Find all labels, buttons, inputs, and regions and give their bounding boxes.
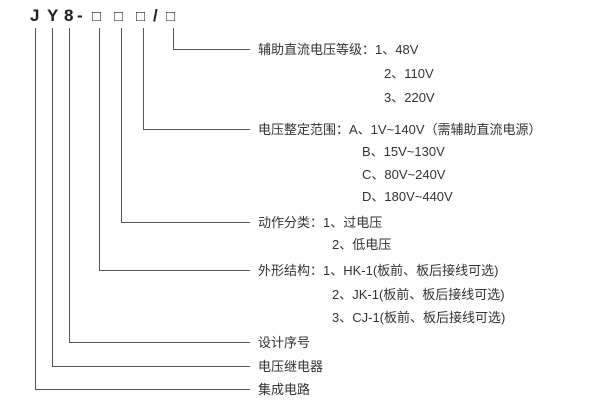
connector-action-class: [121, 28, 250, 223]
model-box-structure: □: [92, 8, 102, 25]
connector-aux-dc-voltage: [173, 28, 250, 50]
model-box-aux-voltage: □: [166, 8, 176, 25]
connector-relay-type: [52, 28, 250, 367]
label-voltage-range-item-c: C、80V~240V: [362, 167, 446, 182]
label-design-serial: 设计序号: [258, 335, 311, 350]
connector-design-serial: [69, 28, 250, 343]
label-circuit-type: 集成电路: [258, 382, 311, 397]
label-relay-type: 电压继电器: [258, 359, 324, 374]
label-structure-title: 外形结构：1、HK-1(板前、板后接线可选): [258, 263, 499, 278]
label-aux-dc-voltage-item-2: 2、110V: [384, 66, 434, 81]
connector-structure: [99, 28, 250, 271]
label-aux-dc-voltage-item-3: 3、220V: [384, 90, 435, 105]
model-char-8: 8: [64, 6, 74, 25]
model-char-dash: -: [77, 6, 83, 25]
connector-voltage-range: [143, 28, 250, 130]
label-aux-dc-voltage-title: 辅助直流电压等级：1、48V: [258, 42, 419, 57]
model-char-slash: /: [153, 6, 158, 25]
label-action-class-title: 动作分类：1、过电压: [258, 215, 383, 230]
model-char-y: Y: [47, 6, 59, 25]
connector-circuit-type: [35, 28, 250, 390]
label-voltage-range-title: 电压整定范围：A、1V~140V（需辅助直流电源）: [258, 122, 542, 137]
label-voltage-range-item-d: D、180V~440V: [362, 189, 453, 204]
model-char-j: J: [30, 6, 40, 25]
label-action-class-item-2: 2、低电压: [332, 237, 392, 252]
model-box-action-class: □: [114, 8, 124, 25]
model-box-voltage-range: □: [136, 8, 146, 25]
label-structure-item-3: 3、CJ-1(板前、板后接线可选): [332, 310, 506, 325]
label-voltage-range-item-b: B、15V~130V: [362, 144, 445, 159]
label-structure-item-2: 2、JK-1(板前、板后接线可选): [332, 287, 505, 302]
